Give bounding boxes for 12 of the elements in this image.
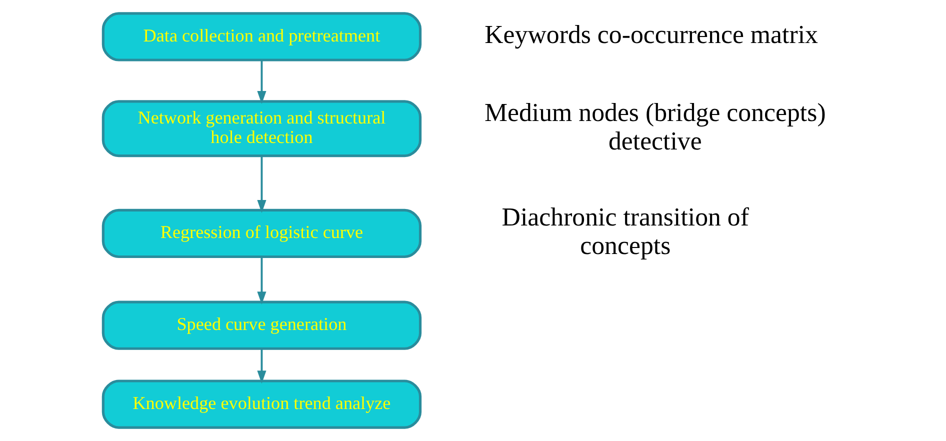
node-box: Regression of logistic curve — [102, 208, 422, 258]
label: Keywords co-occurrence matrix — [484, 20, 818, 50]
node-box: Network generation and structural hole detection — [102, 100, 422, 158]
arrow — [257, 256, 266, 305]
node-box: Data collection and pretreatment — [102, 12, 422, 62]
arrow — [257, 156, 266, 213]
node-box: Knowledge evolution trend analyze — [102, 380, 422, 429]
node-box: Speed curve generation — [102, 300, 422, 350]
arrow — [257, 348, 266, 384]
label: Medium nodes (bridge concepts) detective — [484, 98, 826, 156]
arrow — [257, 60, 266, 104]
label: Diachronic transition of concepts — [502, 202, 749, 260]
